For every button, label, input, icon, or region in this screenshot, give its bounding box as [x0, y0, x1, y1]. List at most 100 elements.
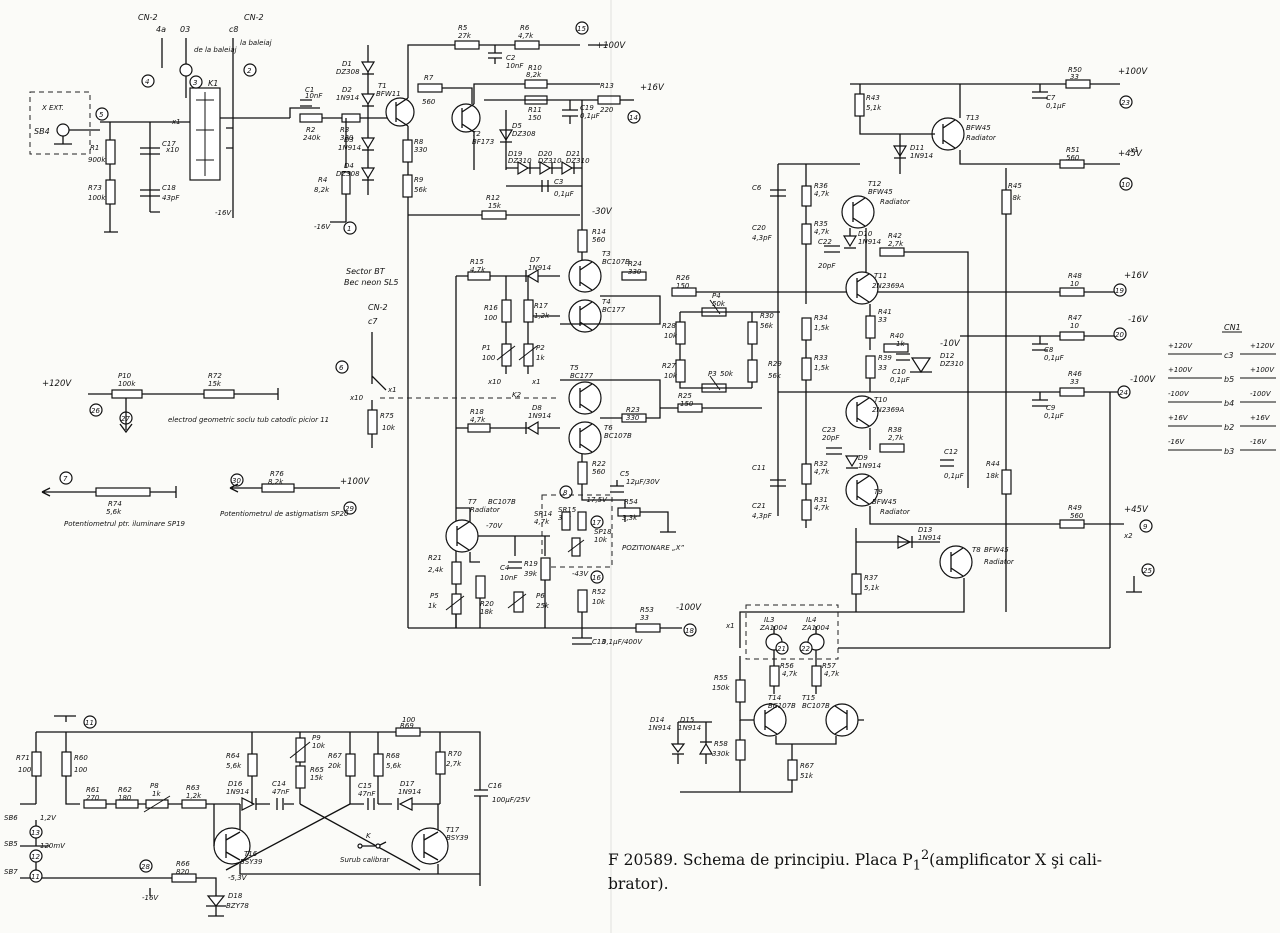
- svg-text:100: 100: [18, 766, 32, 774]
- svg-text:+120V: +120V: [1168, 342, 1193, 350]
- svg-text:10k: 10k: [312, 742, 326, 750]
- svg-text:R55: R55: [714, 674, 728, 682]
- svg-text:R75: R75: [380, 412, 394, 420]
- x1d-label: x1: [387, 386, 397, 394]
- svg-text:R63: R63: [186, 784, 200, 792]
- svg-text:10k: 10k: [592, 598, 606, 606]
- svg-text:330: 330: [628, 268, 642, 276]
- svg-text:K: K: [366, 832, 372, 840]
- svg-text:560: 560: [1070, 512, 1084, 520]
- svg-text:SP18: SP18: [594, 528, 612, 536]
- svg-text:IL3: IL3: [764, 616, 774, 624]
- pozitionare-box: [541, 494, 613, 568]
- svg-text:11: 11: [31, 873, 40, 881]
- svg-text:T6: T6: [604, 424, 613, 432]
- svg-text:+16V: +16V: [1250, 414, 1271, 422]
- svg-text:270: 270: [86, 794, 100, 802]
- svg-text:R51: R51: [1066, 146, 1080, 154]
- svg-text:C3: C3: [554, 178, 563, 186]
- svg-text:T5: T5: [570, 364, 579, 372]
- rail-label-m16-a: -16V: [215, 209, 232, 217]
- svg-text:4,7k: 4,7k: [534, 518, 550, 526]
- svg-text:R8: R8: [414, 138, 424, 146]
- svg-text:R67: R67: [328, 752, 342, 760]
- svg-text:R3: R3: [340, 126, 349, 134]
- sector-bt-label: Sector BT: [346, 267, 386, 276]
- svg-text:R14: R14: [592, 228, 606, 236]
- x2-label: x2: [1123, 532, 1133, 540]
- svg-text:R42: R42: [888, 232, 902, 240]
- svg-text:BC177: BC177: [570, 372, 594, 380]
- svg-text:P5: P5: [430, 592, 439, 600]
- svg-text:R35: R35: [814, 220, 828, 228]
- svg-text:D2: D2: [342, 86, 352, 94]
- svg-text:C22: C22: [818, 238, 832, 246]
- rail-label-m16-d: -16V: [142, 894, 159, 902]
- svg-text:T3: T3: [602, 250, 611, 258]
- svg-text:R4: R4: [318, 176, 327, 184]
- transistor-t2: [451, 103, 481, 133]
- svg-text:5,6k: 5,6k: [226, 762, 242, 770]
- svg-text:1k: 1k: [428, 602, 437, 610]
- svg-text:b5: b5: [1224, 375, 1234, 384]
- svg-text:ZA1004: ZA1004: [801, 624, 829, 632]
- svg-text:R70: R70: [448, 750, 462, 758]
- svg-text:D1: D1: [342, 60, 352, 68]
- svg-text:29: 29: [345, 505, 354, 513]
- svg-text:SB7: SB7: [4, 868, 18, 876]
- svg-text:b3: b3: [1224, 447, 1234, 456]
- x1e-label: x1: [1129, 146, 1139, 154]
- svg-text:4,7k: 4,7k: [824, 670, 840, 678]
- svg-text:4,7k: 4,7k: [814, 468, 830, 476]
- svg-text:R52: R52: [592, 588, 606, 596]
- svg-text:33: 33: [1070, 378, 1079, 386]
- svg-text:C13: C13: [592, 638, 606, 646]
- del-baleiaj-label: de la baleiaj: [194, 46, 237, 54]
- svg-text:P8: P8: [150, 782, 159, 790]
- rail-label-m70: -70V: [486, 522, 503, 530]
- svg-text:180: 180: [118, 794, 132, 802]
- svg-text:4,3pF: 4,3pF: [752, 234, 773, 242]
- svg-text:BF173: BF173: [472, 138, 494, 146]
- cn2-label-a: CN-2: [138, 13, 158, 22]
- svg-text:DZ308: DZ308: [336, 170, 360, 178]
- svg-text:8,2k: 8,2k: [268, 478, 284, 486]
- svg-text:BSY39: BSY39: [446, 834, 469, 842]
- svg-text:R74: R74: [108, 500, 122, 508]
- svg-text:560: 560: [592, 236, 606, 244]
- svg-text:BFW45: BFW45: [868, 188, 893, 196]
- svg-text:R61: R61: [86, 786, 100, 794]
- svg-text:15: 15: [577, 25, 586, 33]
- transistor-t3: [568, 259, 602, 293]
- svg-text:IL4: IL4: [806, 616, 816, 624]
- svg-text:R7: R7: [424, 74, 434, 82]
- svg-text:R23: R23: [626, 406, 640, 414]
- svg-text:C16: C16: [488, 782, 502, 790]
- svg-text:R20: R20: [480, 600, 494, 608]
- svg-text:R47: R47: [1068, 314, 1082, 322]
- svg-text:150: 150: [528, 114, 542, 122]
- svg-text:2,4k: 2,4k: [428, 566, 444, 574]
- caption-line1-post: (amplificator X şi cali-: [929, 851, 1103, 870]
- svg-text:7: 7: [63, 475, 68, 483]
- svg-text:1,5k: 1,5k: [814, 364, 830, 372]
- svg-text:15k: 15k: [488, 202, 502, 210]
- svg-text:R39: R39: [878, 354, 892, 362]
- svg-text:0,1µF: 0,1µF: [580, 112, 601, 120]
- svg-text:C21: C21: [752, 502, 766, 510]
- svg-text:R27: R27: [662, 362, 676, 370]
- svg-text:R66: R66: [176, 860, 190, 868]
- svg-text:BFW11: BFW11: [376, 90, 401, 98]
- svg-text:C23: C23: [822, 426, 836, 434]
- svg-text:C5: C5: [620, 470, 630, 478]
- svg-text:DZ308: DZ308: [512, 130, 536, 138]
- svg-text:17: 17: [592, 519, 601, 527]
- svg-text:150k: 150k: [712, 684, 730, 692]
- svg-text:R48: R48: [1068, 272, 1082, 280]
- svg-text:R44: R44: [986, 460, 1000, 468]
- svg-text:R12: R12: [486, 194, 500, 202]
- svg-text:ZA1004: ZA1004: [759, 624, 787, 632]
- svg-text:P9: P9: [312, 734, 321, 742]
- svg-text:2,7k: 2,7k: [888, 434, 904, 442]
- svg-text:1N914: 1N914: [678, 724, 701, 732]
